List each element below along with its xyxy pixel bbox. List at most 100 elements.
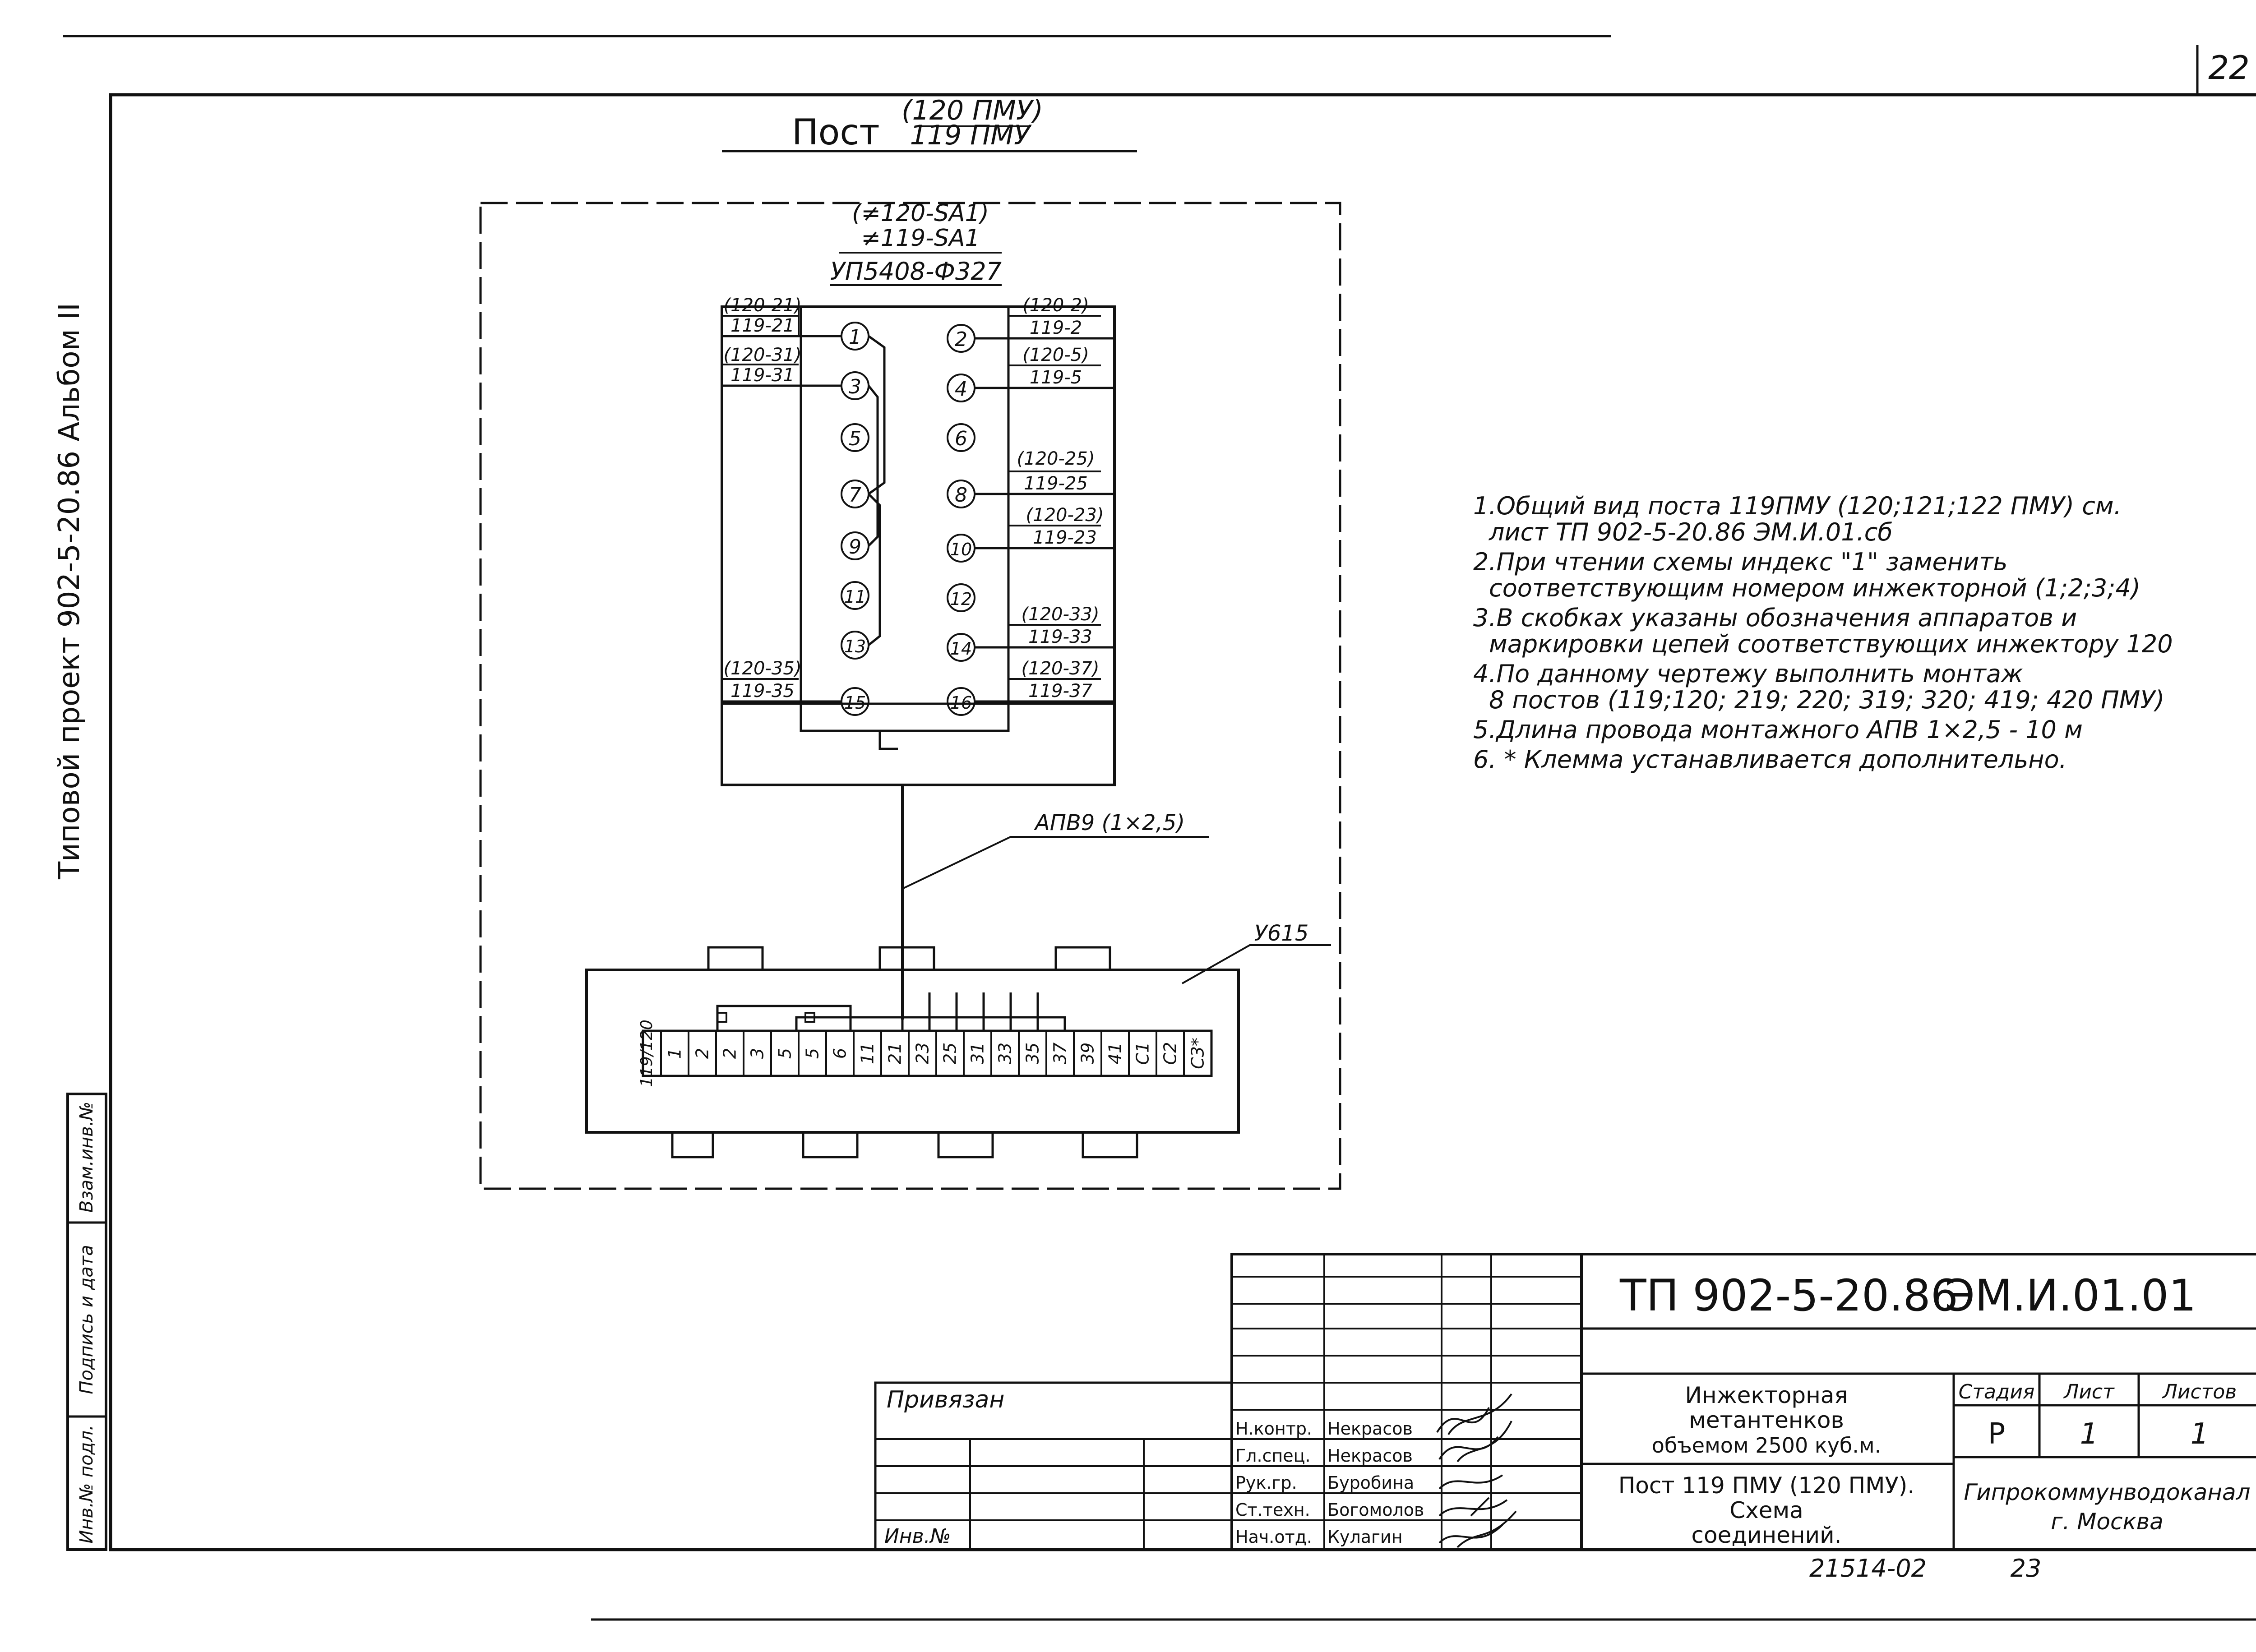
svg-text:5: 5 <box>849 427 861 450</box>
sheet-value: 1 <box>2080 1417 2099 1451</box>
svg-text:10: 10 <box>950 540 972 559</box>
notes: 1.Общий вид поста 119ПМУ (120;121;122 ПМ… <box>1473 492 2173 774</box>
object-name-1: Инжекторная <box>1685 1382 1848 1408</box>
box-leader <box>1182 944 1331 984</box>
box-tab-bottom-2 <box>802 1131 859 1158</box>
signatures <box>1436 1393 1517 1548</box>
post-title-bottom: 119 ПМУ <box>910 120 1031 151</box>
name-3: Богомолов <box>1327 1500 1424 1520</box>
svg-text:6: 6 <box>955 427 967 450</box>
box-tab-top-2 <box>878 946 935 971</box>
right-label-0-alt: (120-2) <box>1022 295 1089 316</box>
name-0: Некрасов <box>1327 1419 1413 1439</box>
organization-2: г. Москва <box>2051 1509 2164 1535</box>
stage-value: Р <box>1988 1417 2006 1451</box>
svg-text:2: 2 <box>955 328 967 351</box>
terminal-5 <box>841 423 869 452</box>
terminal-cell-label: 39 <box>1078 1043 1098 1064</box>
terminal-cell-label: 23 <box>913 1043 933 1064</box>
title-block <box>874 1253 2256 1551</box>
terminal-6 <box>947 423 975 452</box>
name-2: Буробина <box>1327 1473 1414 1493</box>
right-label-2-alt: (120-25) <box>1017 448 1095 469</box>
terminal-cell-label: 5 <box>803 1048 823 1059</box>
svg-text:11: 11 <box>844 587 866 607</box>
note-4-line-1: 4.По данному чертежу выполнить монтаж <box>1473 660 2023 688</box>
terminal-cell-label: 1 <box>665 1048 685 1059</box>
box-tab-top-1 <box>707 946 764 971</box>
signature-scribble-4 <box>1438 1497 1508 1517</box>
right-label-4-main: 119-33 <box>1028 627 1092 647</box>
right-label-2-main: 119-25 <box>1024 473 1088 494</box>
sheet-title-1: Пост 119 ПМУ (120 ПМУ). <box>1618 1472 1915 1499</box>
terminal-12 <box>947 583 975 612</box>
col-header-sheets: Листов <box>2162 1380 2237 1403</box>
svg-text:4: 4 <box>955 378 967 401</box>
side-label: Типовой проект 902-5-20.86 Альбом II <box>53 303 86 880</box>
inv-no-label: Инв.№ <box>884 1525 951 1548</box>
sheet-title-3: соединений. <box>1692 1522 1842 1548</box>
right-label-5-main: 119-37 <box>1028 681 1092 701</box>
terminal-cell-label: 11 <box>858 1043 878 1064</box>
role-nach-otd: Нач.отд. <box>1235 1527 1312 1547</box>
terminal-cell-label: С3* <box>1188 1038 1208 1069</box>
signature-scribble-2 <box>1438 1421 1512 1463</box>
object-name-3: объемом 2500 куб.м. <box>1652 1433 1882 1458</box>
note-6-line-1: 6. * Клемма устанавливается дополнительн… <box>1473 745 2067 774</box>
device-model: УП5408-Ф327 <box>830 257 1002 286</box>
box-tab-bottom-4 <box>1082 1131 1138 1158</box>
margin-inv-podl: Инв.№ подл. <box>76 1425 97 1543</box>
left-label-1-alt: (120-31) <box>724 345 802 365</box>
cable-label: АПВ9 (1×2,5) <box>1034 810 1185 835</box>
terminal-cell-label: С1 <box>1133 1042 1153 1065</box>
device-designation: ≠119-SA1 <box>861 225 980 252</box>
terminal-11 <box>841 581 869 610</box>
margin-vzam-inv: Взам.инв.№ <box>76 1102 97 1213</box>
left-terminals: 1 3 5 7 9 11 13 15 <box>841 322 869 716</box>
role-n-kontr: Н.контр. <box>1235 1419 1312 1439</box>
terminal-cell-label: 6 <box>830 1048 850 1059</box>
svg-text:15: 15 <box>844 693 866 713</box>
note-1-line-2: лист ТП 902-5-20.86 ЭМ.И.01.сб <box>1489 518 1893 546</box>
right-label-5-alt: (120-37) <box>1022 658 1100 679</box>
note-5-line-1: 5.Длина провода монтажного АПВ 1×2,5 - 1… <box>1473 715 2083 744</box>
svg-text:1: 1 <box>849 326 861 349</box>
svg-text:9: 9 <box>849 535 861 558</box>
enclosure-outline <box>479 202 1341 1190</box>
left-label-0-alt: (120-21) <box>724 295 802 316</box>
terminal-cell-label: 31 <box>968 1043 988 1064</box>
terminal-strip-header: 119/120 <box>638 1020 656 1087</box>
right-wires <box>975 315 1114 703</box>
terminal-cell-label: 5 <box>775 1048 795 1059</box>
box-tab-bottom-3 <box>937 1131 994 1158</box>
device-alt-designation: (≠120-SA1) <box>852 200 989 227</box>
signature-roles: Н.контр. Гл.спец. Рук.гр. Ст.техн. Нач.о… <box>1235 1419 1424 1547</box>
svg-text:3: 3 <box>849 375 861 398</box>
left-label-1-main: 119-31 <box>730 365 795 386</box>
jumper-3-13 <box>868 385 881 646</box>
signature-scribble-1 <box>1436 1393 1512 1435</box>
svg-text:13: 13 <box>844 637 866 656</box>
name-4: Кулагин <box>1327 1527 1403 1547</box>
sheet-code: ЭМ.И.01.01 <box>1945 1270 2196 1321</box>
page-number: 22 <box>2208 49 2250 87</box>
cable-leader <box>902 836 1209 890</box>
box-tab-top-3 <box>1054 946 1111 971</box>
terminal-cell-label: 25 <box>940 1043 960 1064</box>
note-2-line-2: соответствующим номером инжекторной (1;2… <box>1489 574 2140 602</box>
note-4-line-2: 8 постов (119;120; 219; 220; 319; 320; 4… <box>1489 686 2164 714</box>
signature-scribble-3 <box>1438 1474 1503 1490</box>
terminal-cell-label: 2 <box>720 1048 740 1059</box>
svg-text:7: 7 <box>849 484 861 507</box>
col-header-sheet: Лист <box>2063 1380 2115 1403</box>
post-title-top: (120 ПМУ) <box>901 95 1043 126</box>
role-st-tehn: Ст.техн. <box>1235 1500 1310 1520</box>
right-label-4-alt: (120-33) <box>1022 604 1100 625</box>
terminal-cell-label: 33 <box>995 1043 1015 1064</box>
margin-signature-date: Подпись и дата <box>76 1245 97 1394</box>
post-title-prefix: Пост <box>792 112 880 153</box>
left-label-0-main: 119-21 <box>730 315 795 336</box>
box-tab-bottom-1 <box>671 1131 714 1158</box>
margin-stamp: Инв.№ подл. Подпись и дата Взам.инв.№ <box>66 1093 107 1551</box>
